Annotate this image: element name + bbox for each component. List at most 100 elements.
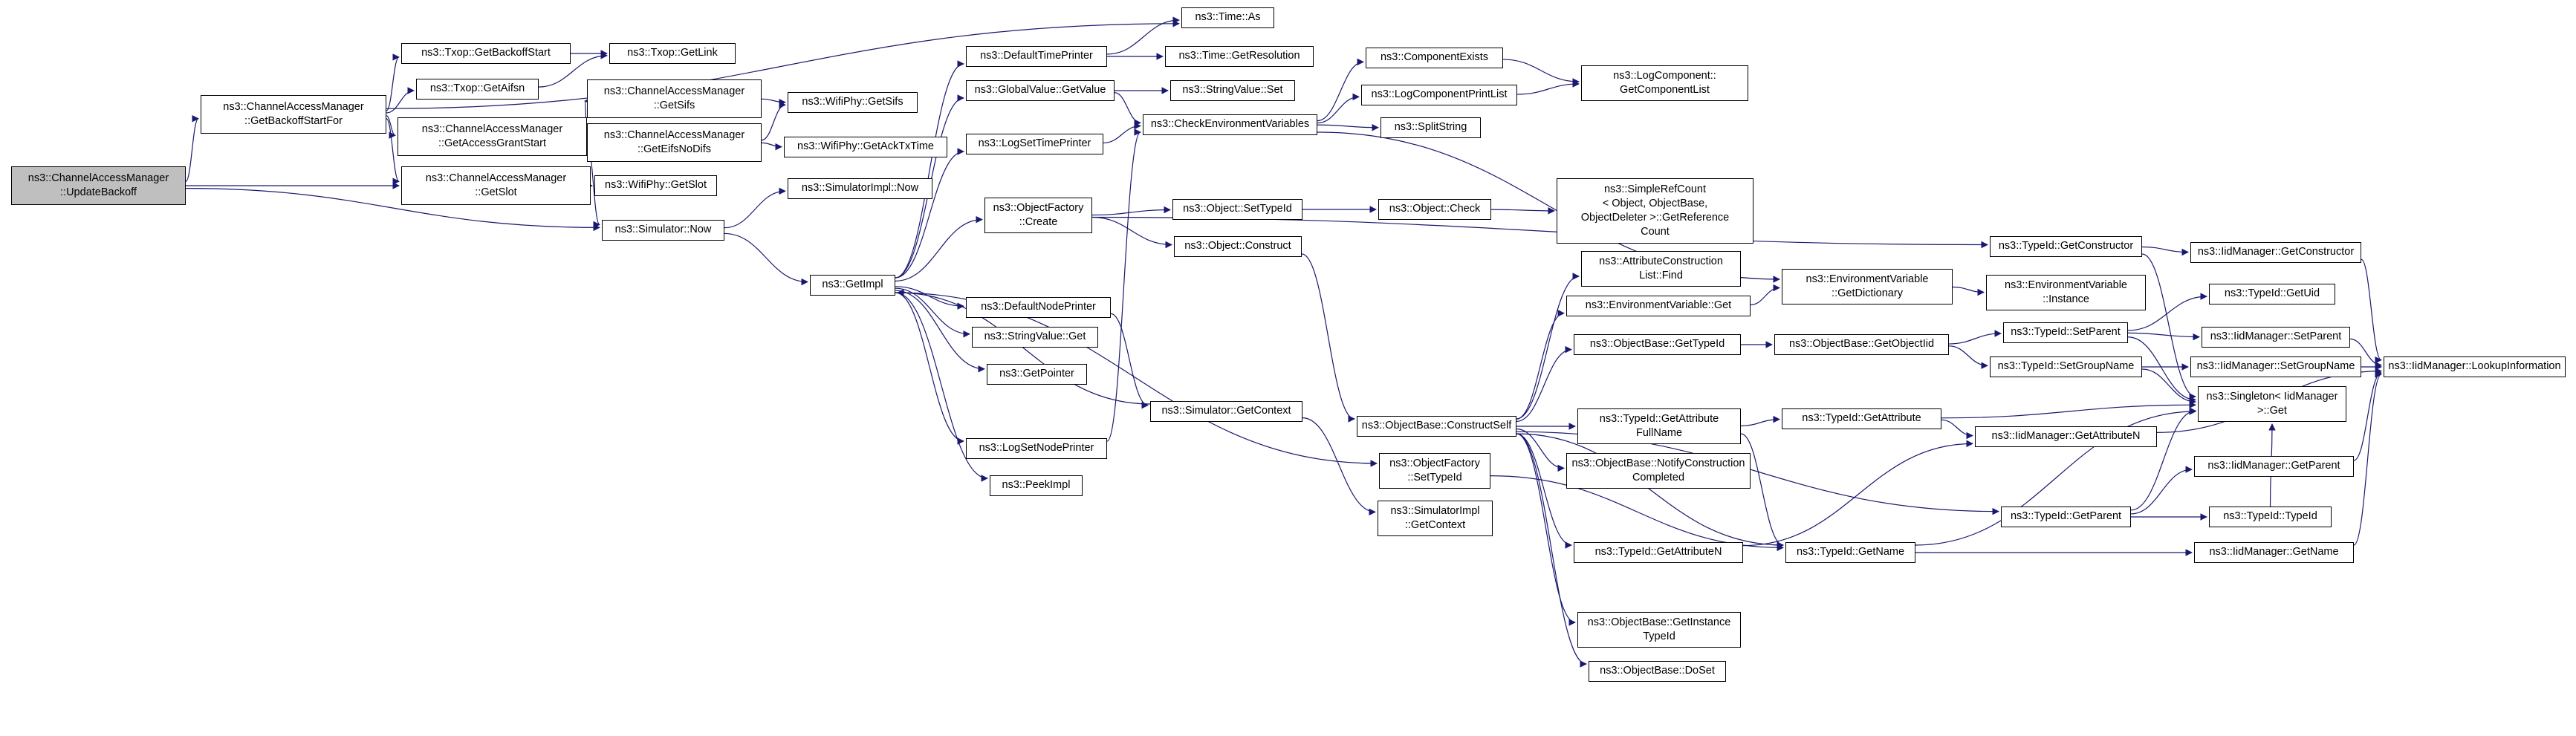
- graph-node-log-component-print-list[interactable]: ns3::LogComponentPrintList: [1361, 85, 1517, 105]
- graph-node-type-id-get-name[interactable]: ns3::TypeId::GetName: [1785, 542, 1915, 563]
- graph-node-environment-variable-get[interactable]: ns3::EnvironmentVariable::Get: [1566, 296, 1751, 316]
- call-edge-update-backoff--get-backoff-start-for: [185, 115, 199, 182]
- graph-node-check-environment-variables[interactable]: ns3::CheckEnvironmentVariables: [1143, 114, 1317, 135]
- call-edge-object-base-construct-self--object-base-do-set: [1516, 433, 1587, 668]
- graph-node-peek-impl[interactable]: ns3::PeekImpl: [990, 475, 1083, 496]
- graph-node-cam-get-sifs[interactable]: ns3::ChannelAccessManager::GetSifs: [587, 79, 762, 118]
- graph-node-object-check[interactable]: ns3::Object::Check: [1378, 199, 1491, 220]
- graph-node-simulator-impl-get-context[interactable]: ns3::SimulatorImpl::GetContext: [1378, 501, 1493, 536]
- graph-node-label: ns3::IidManager::SetParent: [2210, 330, 2342, 343]
- graph-node-get-pointer[interactable]: ns3::GetPointer: [987, 364, 1087, 385]
- graph-node-object-base-construct-self[interactable]: ns3::ObjectBase::ConstructSelf: [1357, 416, 1516, 437]
- graph-node-label: ns3::WifiPhy::GetAckTxTime: [797, 140, 934, 153]
- call-edge-object-check--simple-ref-count-get-reference-count: [1490, 207, 1555, 215]
- graph-node-default-time-printer[interactable]: ns3::DefaultTimePrinter: [966, 46, 1107, 67]
- graph-node-txop-get-aifsn[interactable]: ns3::Txop::GetAifsn: [416, 79, 539, 100]
- call-edge-get-impl--string-value-get: [895, 287, 970, 338]
- call-edge-get-backoff-start-for--txop-get-aifsn: [386, 87, 415, 114]
- graph-node-environment-variable-instance[interactable]: ns3::EnvironmentVariable::Instance: [1986, 275, 2146, 310]
- graph-node-label: >::Get: [2257, 405, 2287, 417]
- graph-node-get-impl[interactable]: ns3::GetImpl: [810, 275, 895, 296]
- graph-node-singleton-iid-manager-get[interactable]: ns3::Singleton< IidManager>::Get: [2198, 386, 2346, 422]
- call-edge-check-environment-variables--split-string: [1317, 123, 1379, 131]
- graph-node-log-component-get-component-list[interactable]: ns3::LogComponent::GetComponentList: [1581, 65, 1748, 101]
- graph-node-iid-manager-get-attribute-n[interactable]: ns3::IidManager::GetAttributeN: [1975, 426, 2157, 447]
- graph-node-iid-manager-get-constructor[interactable]: ns3::IidManager::GetConstructor: [2190, 242, 2361, 263]
- call-edge-object-base-get-object-iid--type-id-set-group-name: [1948, 345, 1988, 369]
- graph-node-iid-manager-lookup-information[interactable]: ns3::IidManager::LookupInformation: [2384, 356, 2566, 377]
- graph-node-iid-manager-set-parent[interactable]: ns3::IidManager::SetParent: [2202, 327, 2350, 348]
- graph-node-txop-get-link[interactable]: ns3::Txop::GetLink: [609, 43, 736, 64]
- graph-node-label: ::Create: [1019, 216, 1058, 228]
- graph-node-object-base-get-type-id[interactable]: ns3::ObjectBase::GetTypeId: [1574, 334, 1741, 355]
- graph-node-type-id-set-parent[interactable]: ns3::TypeId::SetParent: [2003, 322, 2128, 343]
- graph-node-get-access-grant-start[interactable]: ns3::ChannelAccessManager::GetAccessGran…: [398, 117, 587, 156]
- graph-node-type-id-get-parent[interactable]: ns3::TypeId::GetParent: [2001, 507, 2131, 527]
- graph-node-global-value-get-value[interactable]: ns3::GlobalValue::GetValue: [966, 80, 1115, 101]
- graph-node-label: ns3::LogSetTimePrinter: [978, 137, 1091, 150]
- call-edge-object-base-construct-self--type-id-get-name: [1516, 433, 1784, 549]
- call-edge-cam-get-eifs-no-difs--wifi-get-sifs: [761, 101, 786, 141]
- graph-node-label: ns3::ChannelAccessManager: [425, 172, 567, 184]
- graph-node-type-id-get-attribute-n[interactable]: ns3::TypeId::GetAttributeN: [1574, 542, 1743, 563]
- graph-node-type-id-get-constructor[interactable]: ns3::TypeId::GetConstructor: [1990, 236, 2142, 257]
- graph-node-cam-get-slot[interactable]: ns3::ChannelAccessManager::GetSlot: [401, 166, 591, 205]
- graph-node-object-set-type-id[interactable]: ns3::Object::SetTypeId: [1172, 199, 1302, 220]
- graph-node-log-set-node-printer[interactable]: ns3::LogSetNodePrinter: [966, 438, 1107, 459]
- graph-node-type-id-type-id[interactable]: ns3::TypeId::TypeId: [2209, 507, 2332, 527]
- graph-node-iid-manager-get-name[interactable]: ns3::IidManager::GetName: [2194, 542, 2354, 563]
- graph-node-label: ns3::Singleton< IidManager: [2206, 390, 2338, 403]
- graph-node-log-set-time-printer[interactable]: ns3::LogSetTimePrinter: [966, 134, 1103, 154]
- graph-node-object-base-do-set[interactable]: ns3::ObjectBase::DoSet: [1589, 661, 1726, 682]
- graph-node-type-id-set-group-name[interactable]: ns3::TypeId::SetGroupName: [1990, 356, 2142, 377]
- graph-node-simulator-now[interactable]: ns3::Simulator::Now: [602, 220, 724, 241]
- graph-node-label: ns3::Simulator::Now: [614, 224, 712, 236]
- graph-node-update-backoff[interactable]: ns3::ChannelAccessManager::UpdateBackoff: [11, 166, 186, 205]
- graph-node-iid-manager-set-group-name[interactable]: ns3::IidManager::SetGroupName: [2190, 356, 2361, 377]
- graph-node-wifi-get-ack-tx-time[interactable]: ns3::WifiPhy::GetAckTxTime: [784, 137, 947, 157]
- call-edge-type-id-get-parent--iid-manager-get-parent: [2130, 466, 2193, 515]
- call-edge-object-base-construct-self--attribute-construction-list-find: [1516, 273, 1580, 420]
- graph-node-object-factory-create[interactable]: ns3::ObjectFactory::Create: [984, 198, 1092, 233]
- graph-node-label: ns3::IidManager::GetParent: [2207, 460, 2340, 472]
- graph-node-split-string[interactable]: ns3::SplitString: [1381, 117, 1481, 138]
- graph-node-wifi-get-sifs[interactable]: ns3::WifiPhy::GetSifs: [788, 92, 918, 113]
- graph-node-object-construct[interactable]: ns3::Object::Construct: [1174, 236, 1302, 257]
- graph-node-label: ns3::PeekImpl: [1002, 479, 1071, 492]
- graph-node-simple-ref-count-get-reference-count[interactable]: ns3::SimpleRefCount< Object, ObjectBase,…: [1557, 178, 1753, 244]
- call-edge-object-factory-create--object-set-type-id: [1091, 206, 1171, 216]
- graph-node-get-backoff-start-for[interactable]: ns3::ChannelAccessManager::GetBackoffSta…: [201, 95, 386, 134]
- graph-node-cam-get-eifs-no-difs[interactable]: ns3::ChannelAccessManager::GetEifsNoDifs: [587, 123, 762, 162]
- graph-node-object-base-get-object-iid[interactable]: ns3::ObjectBase::GetObjectIid: [1774, 334, 1949, 355]
- graph-node-label: ns3::ObjectBase::NotifyConstruction: [1571, 457, 1745, 469]
- graph-node-label: ns3::Simulator::GetContext: [1161, 405, 1291, 417]
- graph-node-label: ns3::ChannelAccessManager: [27, 172, 169, 184]
- call-edge-default-node-printer--simulator-get-context: [1110, 313, 1149, 409]
- graph-node-component-exists[interactable]: ns3::ComponentExists: [1366, 48, 1503, 68]
- graph-node-label: ns3::GetImpl: [822, 279, 883, 291]
- graph-node-type-id-get-uid[interactable]: ns3::TypeId::GetUid: [2209, 284, 2335, 305]
- graph-node-simulator-impl-now[interactable]: ns3::SimulatorImpl::Now: [788, 178, 932, 199]
- graph-node-label: ns3::ObjectBase::ConstructSelf: [1361, 420, 1512, 432]
- call-edge-type-id-get-attribute-full-name--type-id-get-attribute: [1740, 415, 1780, 426]
- graph-node-label: ::GetContext: [1404, 519, 1466, 531]
- graph-node-time-as[interactable]: ns3::Time::As: [1181, 7, 1274, 28]
- graph-node-label: ns3::LogSetNodePrinter: [979, 442, 1094, 455]
- call-edge-environment-variable-get--environment-variable-get-dictionary: [1750, 284, 1780, 306]
- graph-node-time-get-resolution[interactable]: ns3::Time::GetResolution: [1165, 46, 1314, 67]
- graph-node-type-id-get-attribute[interactable]: ns3::TypeId::GetAttribute: [1782, 408, 1941, 429]
- graph-node-simulator-get-context[interactable]: ns3::Simulator::GetContext: [1150, 401, 1302, 422]
- graph-node-txop-get-backoff-start[interactable]: ns3::Txop::GetBackoffStart: [401, 43, 571, 64]
- graph-node-wifi-get-slot[interactable]: ns3::WifiPhy::GetSlot: [594, 175, 717, 196]
- graph-node-default-node-printer[interactable]: ns3::DefaultNodePrinter: [966, 297, 1111, 318]
- graph-node-label: ns3::ChannelAccessManager: [421, 123, 563, 135]
- graph-node-string-value-get[interactable]: ns3::StringValue::Get: [972, 327, 1098, 348]
- graph-node-iid-manager-get-parent[interactable]: ns3::IidManager::GetParent: [2194, 456, 2354, 477]
- graph-node-object-factory-set-type-id[interactable]: ns3::ObjectFactory::SetTypeId: [1379, 453, 1490, 489]
- graph-node-string-value-set[interactable]: ns3::StringValue::Set: [1170, 80, 1295, 101]
- graph-node-environment-variable-get-dictionary[interactable]: ns3::EnvironmentVariable::GetDictionary: [1782, 269, 1953, 305]
